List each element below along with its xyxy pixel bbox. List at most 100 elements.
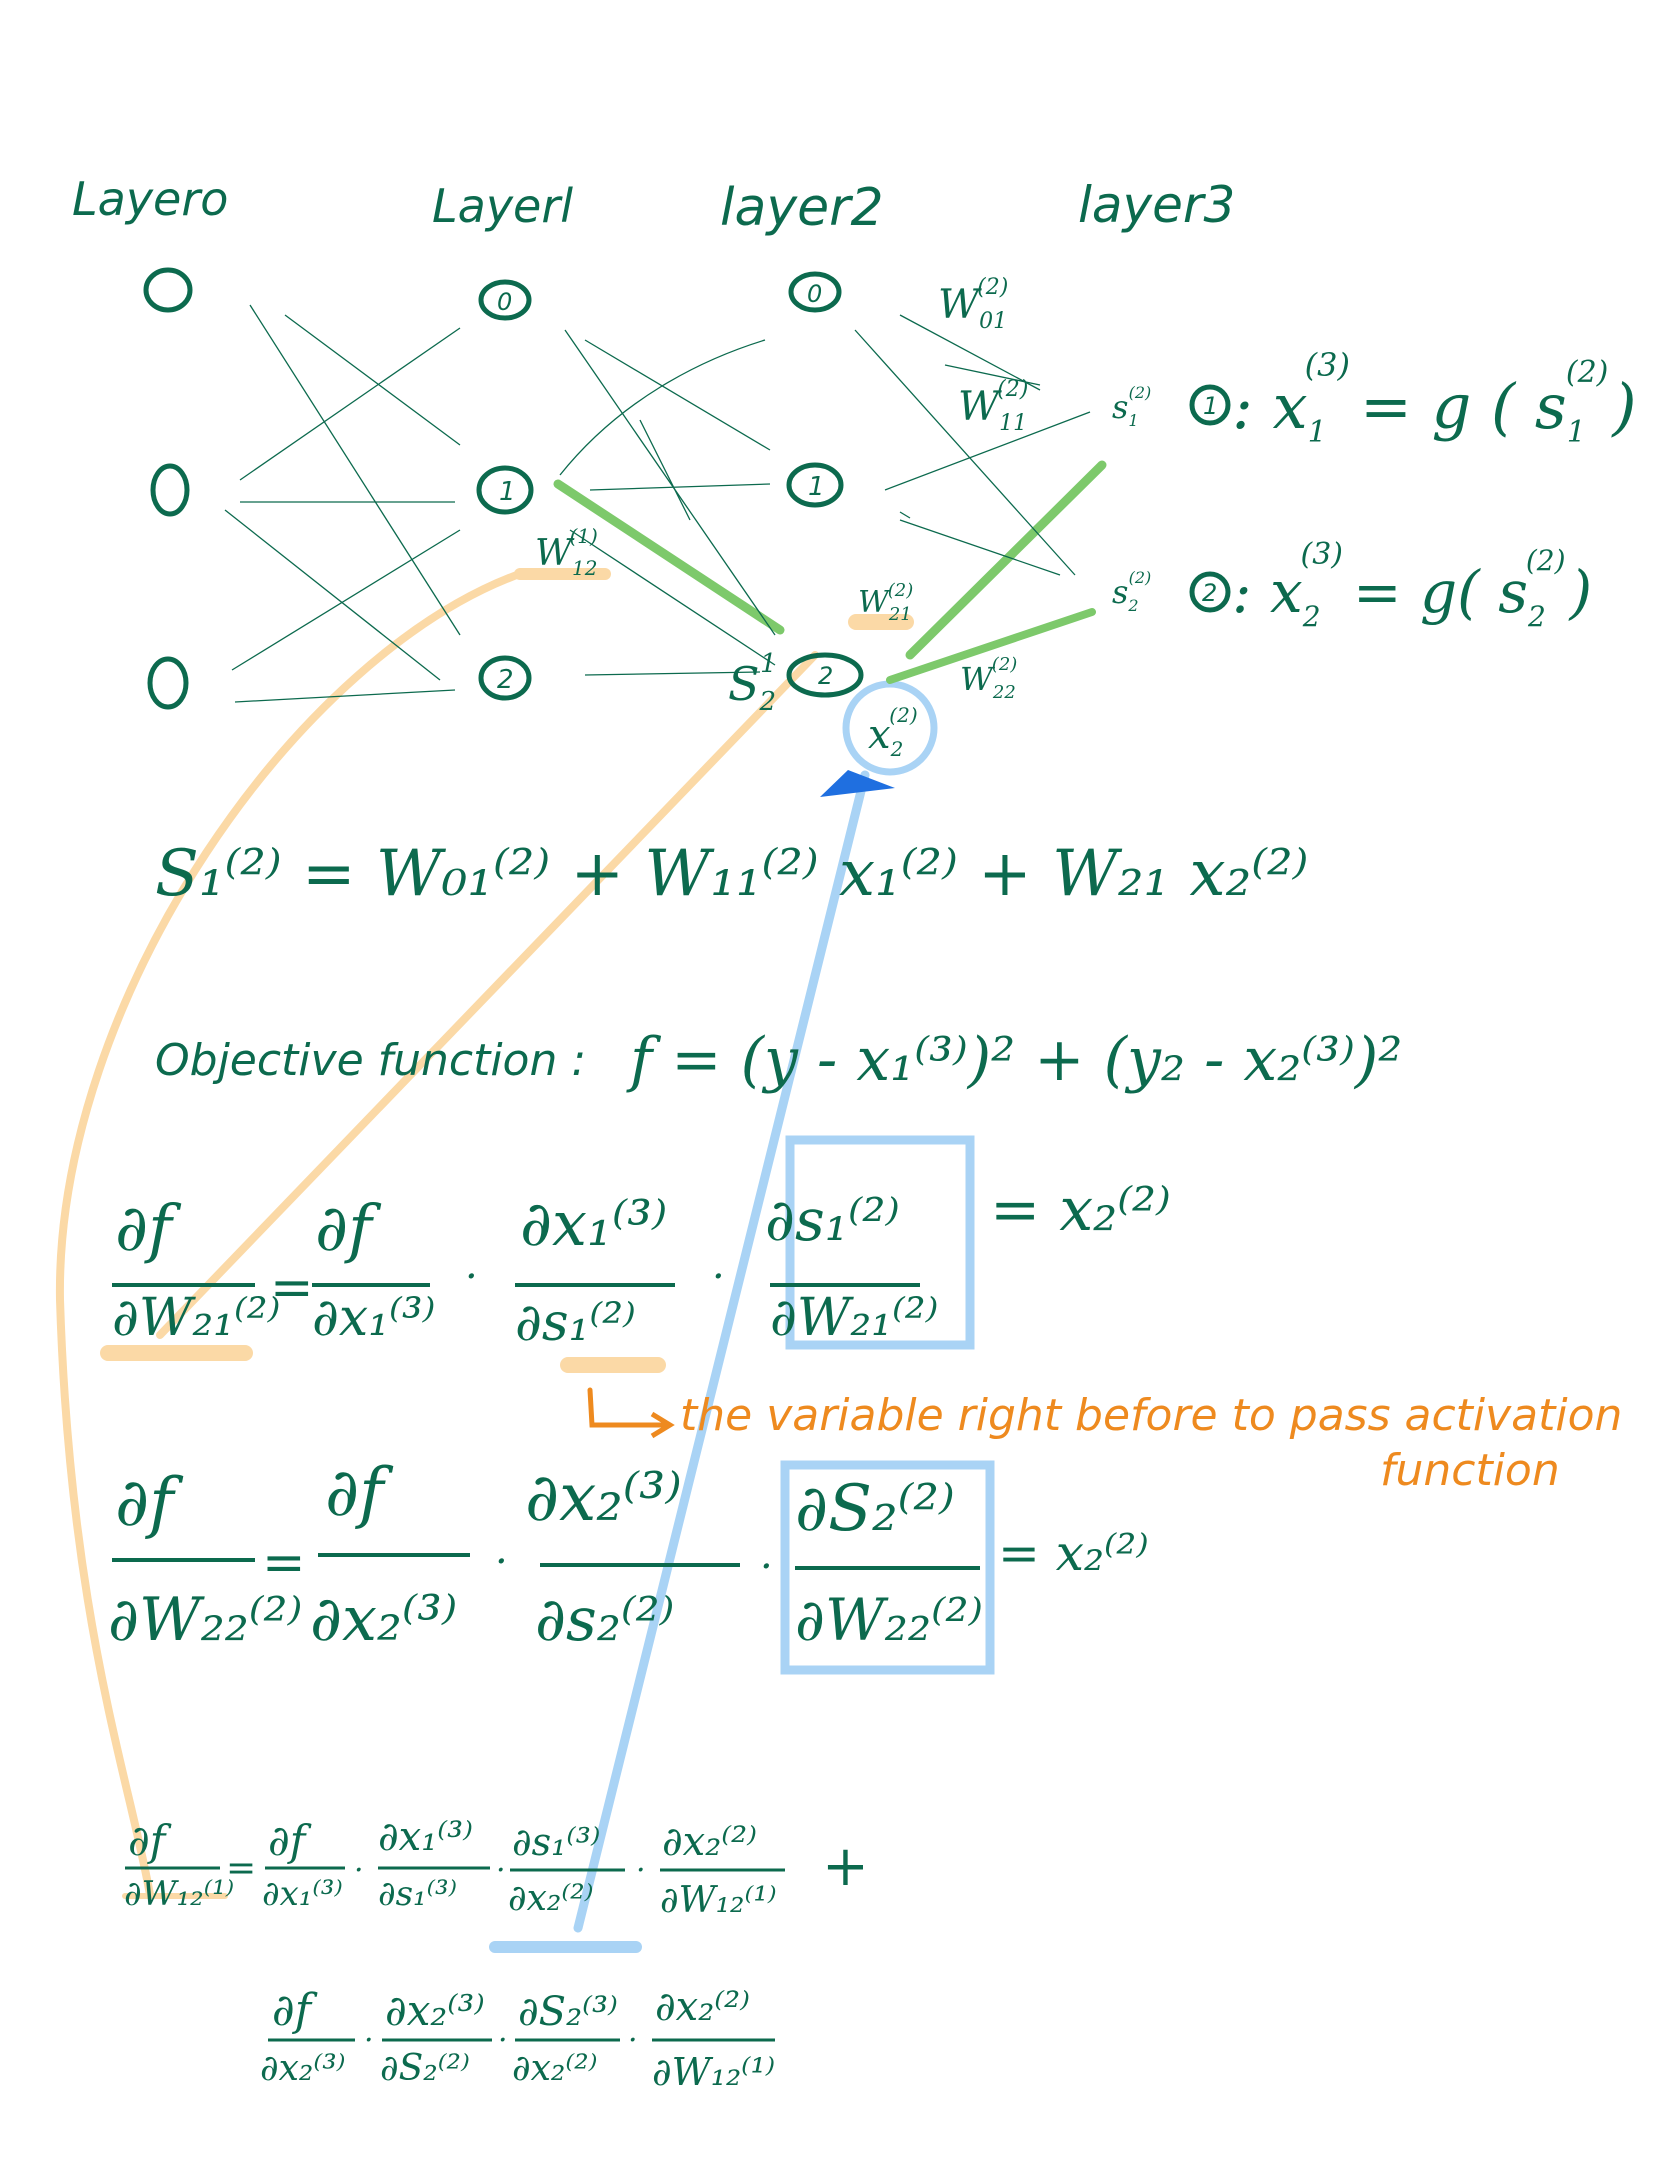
d3-eq: =: [226, 1848, 256, 1889]
d1-t2-den: ∂s₁⁽²⁾: [515, 1293, 636, 1353]
d1-lhs-den: ∂W₂₁⁽²⁾: [112, 1288, 280, 1348]
orange-line-w21: [156, 651, 819, 1339]
layer2-title: layer2: [720, 178, 884, 238]
edge: [239, 327, 461, 481]
d1-result: = x₂⁽²⁾: [990, 1175, 1171, 1245]
edge: [589, 483, 771, 491]
l0-node-1: [150, 463, 190, 517]
out1-eq: : x1(3)= g ( s1(2)): [1232, 346, 1637, 450]
d3-a3-num: ∂s₁⁽³⁾: [512, 1820, 600, 1864]
node-labels: 0 1 2 0 1 2: [497, 280, 833, 695]
annotation: the variable right before to pass activa…: [587, 1387, 1622, 1496]
d1-t2-num: ∂x₁⁽³⁾: [520, 1187, 667, 1260]
edge: [899, 519, 1061, 576]
d1-lhs-num: ∂f: [115, 1192, 182, 1266]
w21-label: W21(2): [858, 580, 913, 625]
blue-box-deriv1: [785, 1135, 975, 1350]
d1-t3-num: ∂s₁⁽²⁾: [765, 1186, 900, 1254]
objective-label: Objective function :: [155, 1035, 586, 1086]
layer0-title: Layero: [72, 172, 228, 226]
note-line-1: the variable right before to pass activa…: [680, 1390, 1622, 1441]
edge: [584, 339, 771, 451]
layer3-title: layer3: [1078, 176, 1235, 234]
w01-label: W01(2): [938, 275, 1008, 334]
out2-num: 2: [1202, 579, 1217, 607]
d1-dot1: ·: [465, 1254, 478, 1300]
d3-a-dot2: ·: [496, 1853, 506, 1888]
edge: [231, 529, 461, 671]
d3-a1-den: ∂x₁⁽³⁾: [262, 1874, 343, 1914]
blue-box-deriv2: [780, 1460, 995, 1675]
d2-result: = x₂⁽²⁾: [998, 1524, 1149, 1582]
edge: [899, 511, 911, 519]
l1-n1-label: 1: [499, 477, 516, 507]
d2-lhs-num: ∂f: [115, 1464, 184, 1541]
edge: [899, 314, 1041, 391]
d2-t3-den: ∂W₂₂⁽²⁾: [795, 1586, 983, 1654]
d3-b-dot2: ·: [498, 2023, 508, 2058]
w11-label: W11(2): [958, 377, 1028, 436]
out1-circle: [1189, 384, 1231, 426]
edge: [224, 509, 441, 681]
x2-circled-label: x2(2): [868, 703, 918, 761]
d1-dot2: ·: [712, 1254, 725, 1300]
derivative-w21: ∂f ∂W₂₁⁽²⁾ = ∂f ∂x₁⁽³⁾ · ∂x₁⁽³⁾ ∂s₁⁽²⁾ ·…: [112, 1175, 1171, 1353]
edge: [854, 329, 1076, 576]
d3-b2-den: ∂S₂⁽²⁾: [380, 2048, 470, 2089]
network-edges: [224, 304, 1091, 703]
blue-line-x2: [573, 770, 870, 1933]
d2-t3-num: ∂S₂⁽²⁾: [795, 1472, 955, 1546]
layer-titles: Layero Layerl layer2 layer3: [72, 172, 1235, 238]
green-w22-edge: [886, 608, 1096, 684]
d1-t3-den: ∂W₂₁⁽²⁾: [770, 1288, 938, 1348]
out2-eq: : x2(3)= g( s2(2)): [1232, 537, 1592, 633]
d3-b4-num: ∂x₂⁽²⁾: [655, 1984, 750, 2030]
d2-t1-den: ∂x₂⁽³⁾: [310, 1582, 457, 1655]
d3-a4-num: ∂x₂⁽²⁾: [662, 1819, 757, 1865]
d3-b-dot3: ·: [628, 2023, 638, 2058]
out1-s-label: s1(2): [1112, 383, 1151, 430]
d3-a2-num: ∂x₁⁽³⁾: [378, 1814, 473, 1860]
out2-circle: [1189, 571, 1231, 613]
edge: [559, 339, 766, 476]
d3-b4-den: ∂W₁₂⁽¹⁾: [652, 2050, 775, 2094]
edge-labels: W01(2) W11(2) W12(1) W21(2) W22(2) S21 x…: [535, 275, 1028, 761]
edge: [639, 419, 691, 521]
d3-b-dot1: ·: [364, 2023, 374, 2058]
edge: [584, 671, 761, 676]
d3-a4-den: ∂W₁₂⁽¹⁾: [660, 1880, 777, 1921]
l2-node-2: [786, 652, 864, 698]
d2-t1-num: ∂f: [325, 1454, 394, 1531]
green-w21-edge: [905, 460, 1107, 660]
objective-expression: f = (y - x₁⁽³⁾)² + (y₂ - x₂⁽³⁾)²: [626, 1025, 1402, 1095]
d3-lhs-num: ∂f: [128, 1816, 172, 1865]
l1-node-1: [476, 465, 534, 515]
d1-eq: =: [270, 1258, 314, 1318]
edge: [284, 314, 461, 446]
d3-b3-den: ∂x₂⁽²⁾: [512, 2048, 597, 2089]
edge: [944, 364, 1041, 386]
edge: [249, 304, 461, 636]
w22-label: W22(2): [960, 654, 1017, 703]
d1-t1-num: ∂f: [315, 1192, 382, 1266]
edge: [569, 529, 776, 666]
d3-b2-num: ∂x₂⁽³⁾: [385, 1986, 485, 2035]
d3-a2-den: ∂s₁⁽³⁾: [378, 1874, 457, 1914]
l1-n2-label: 2: [497, 665, 514, 695]
blue-arrow-head: [820, 770, 895, 797]
l1-node-bias: [478, 279, 532, 321]
edge: [564, 329, 776, 636]
d2-eq: =: [262, 1533, 306, 1593]
note-arrow-head: [650, 1411, 675, 1439]
derivative-w12: ∂f ∂W₁₂⁽¹⁾ = ∂f ∂x₁⁽³⁾ · ∂x₁⁽³⁾ ∂s₁⁽³⁾ ·…: [124, 1814, 869, 2094]
note-line-2: function: [1380, 1445, 1560, 1496]
layer1-title: Layerl: [432, 179, 573, 233]
out1-num: 1: [1203, 392, 1218, 420]
s21-label: S21: [728, 649, 777, 717]
s1-equation: S₁⁽²⁾ = W₀₁⁽²⁾ + W₁₁⁽²⁾ x₁⁽²⁾ + W₂₁ x₂⁽²…: [155, 837, 1308, 911]
l0-node-0: [143, 267, 193, 313]
d2-t2-num: ∂x₂⁽³⁾: [525, 1459, 682, 1536]
d3-a-dot1: ·: [354, 1853, 364, 1888]
l2-node-1: [786, 462, 844, 508]
